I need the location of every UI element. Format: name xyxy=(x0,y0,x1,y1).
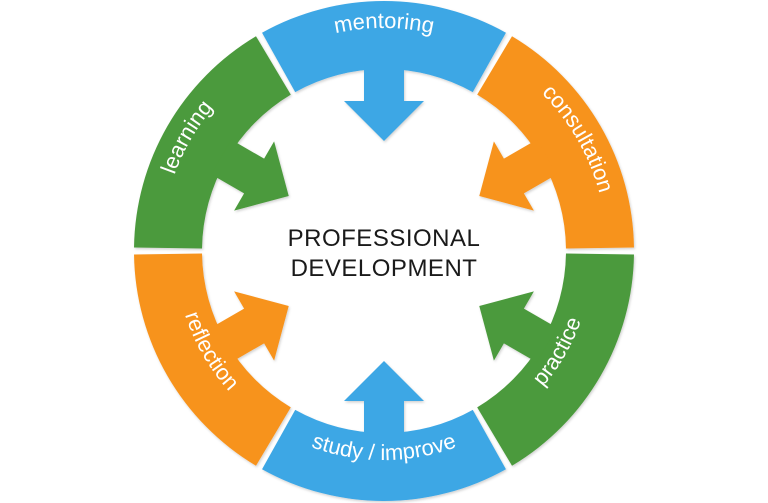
ring-sector-learning xyxy=(134,36,291,249)
segment-practice: practice xyxy=(477,253,634,466)
segment-reflection: reflection xyxy=(134,253,291,466)
center-title-line1: PROFESSIONAL xyxy=(288,225,481,252)
ring-sector-consultation xyxy=(477,36,634,249)
arrow-reflection xyxy=(211,291,289,363)
center-title-line2: DEVELOPMENT xyxy=(291,255,478,282)
arrow-learning xyxy=(211,139,289,211)
arrow-consultation xyxy=(479,139,557,211)
segment-mentoring: mentoring xyxy=(262,1,506,141)
ring-sector-practice xyxy=(477,253,634,466)
arrow-mentoring xyxy=(344,63,424,141)
segment-consultation: consultation xyxy=(477,36,634,249)
arrow-practice xyxy=(479,291,557,363)
ring-sector-mentoring xyxy=(262,1,506,93)
segment-learning: learning xyxy=(134,36,291,249)
ring-sector-reflection xyxy=(134,253,291,466)
segment-study-improve: study / improve xyxy=(262,361,506,501)
ring-sector-study-improve xyxy=(262,409,506,501)
arrow-study-improve xyxy=(344,361,424,439)
